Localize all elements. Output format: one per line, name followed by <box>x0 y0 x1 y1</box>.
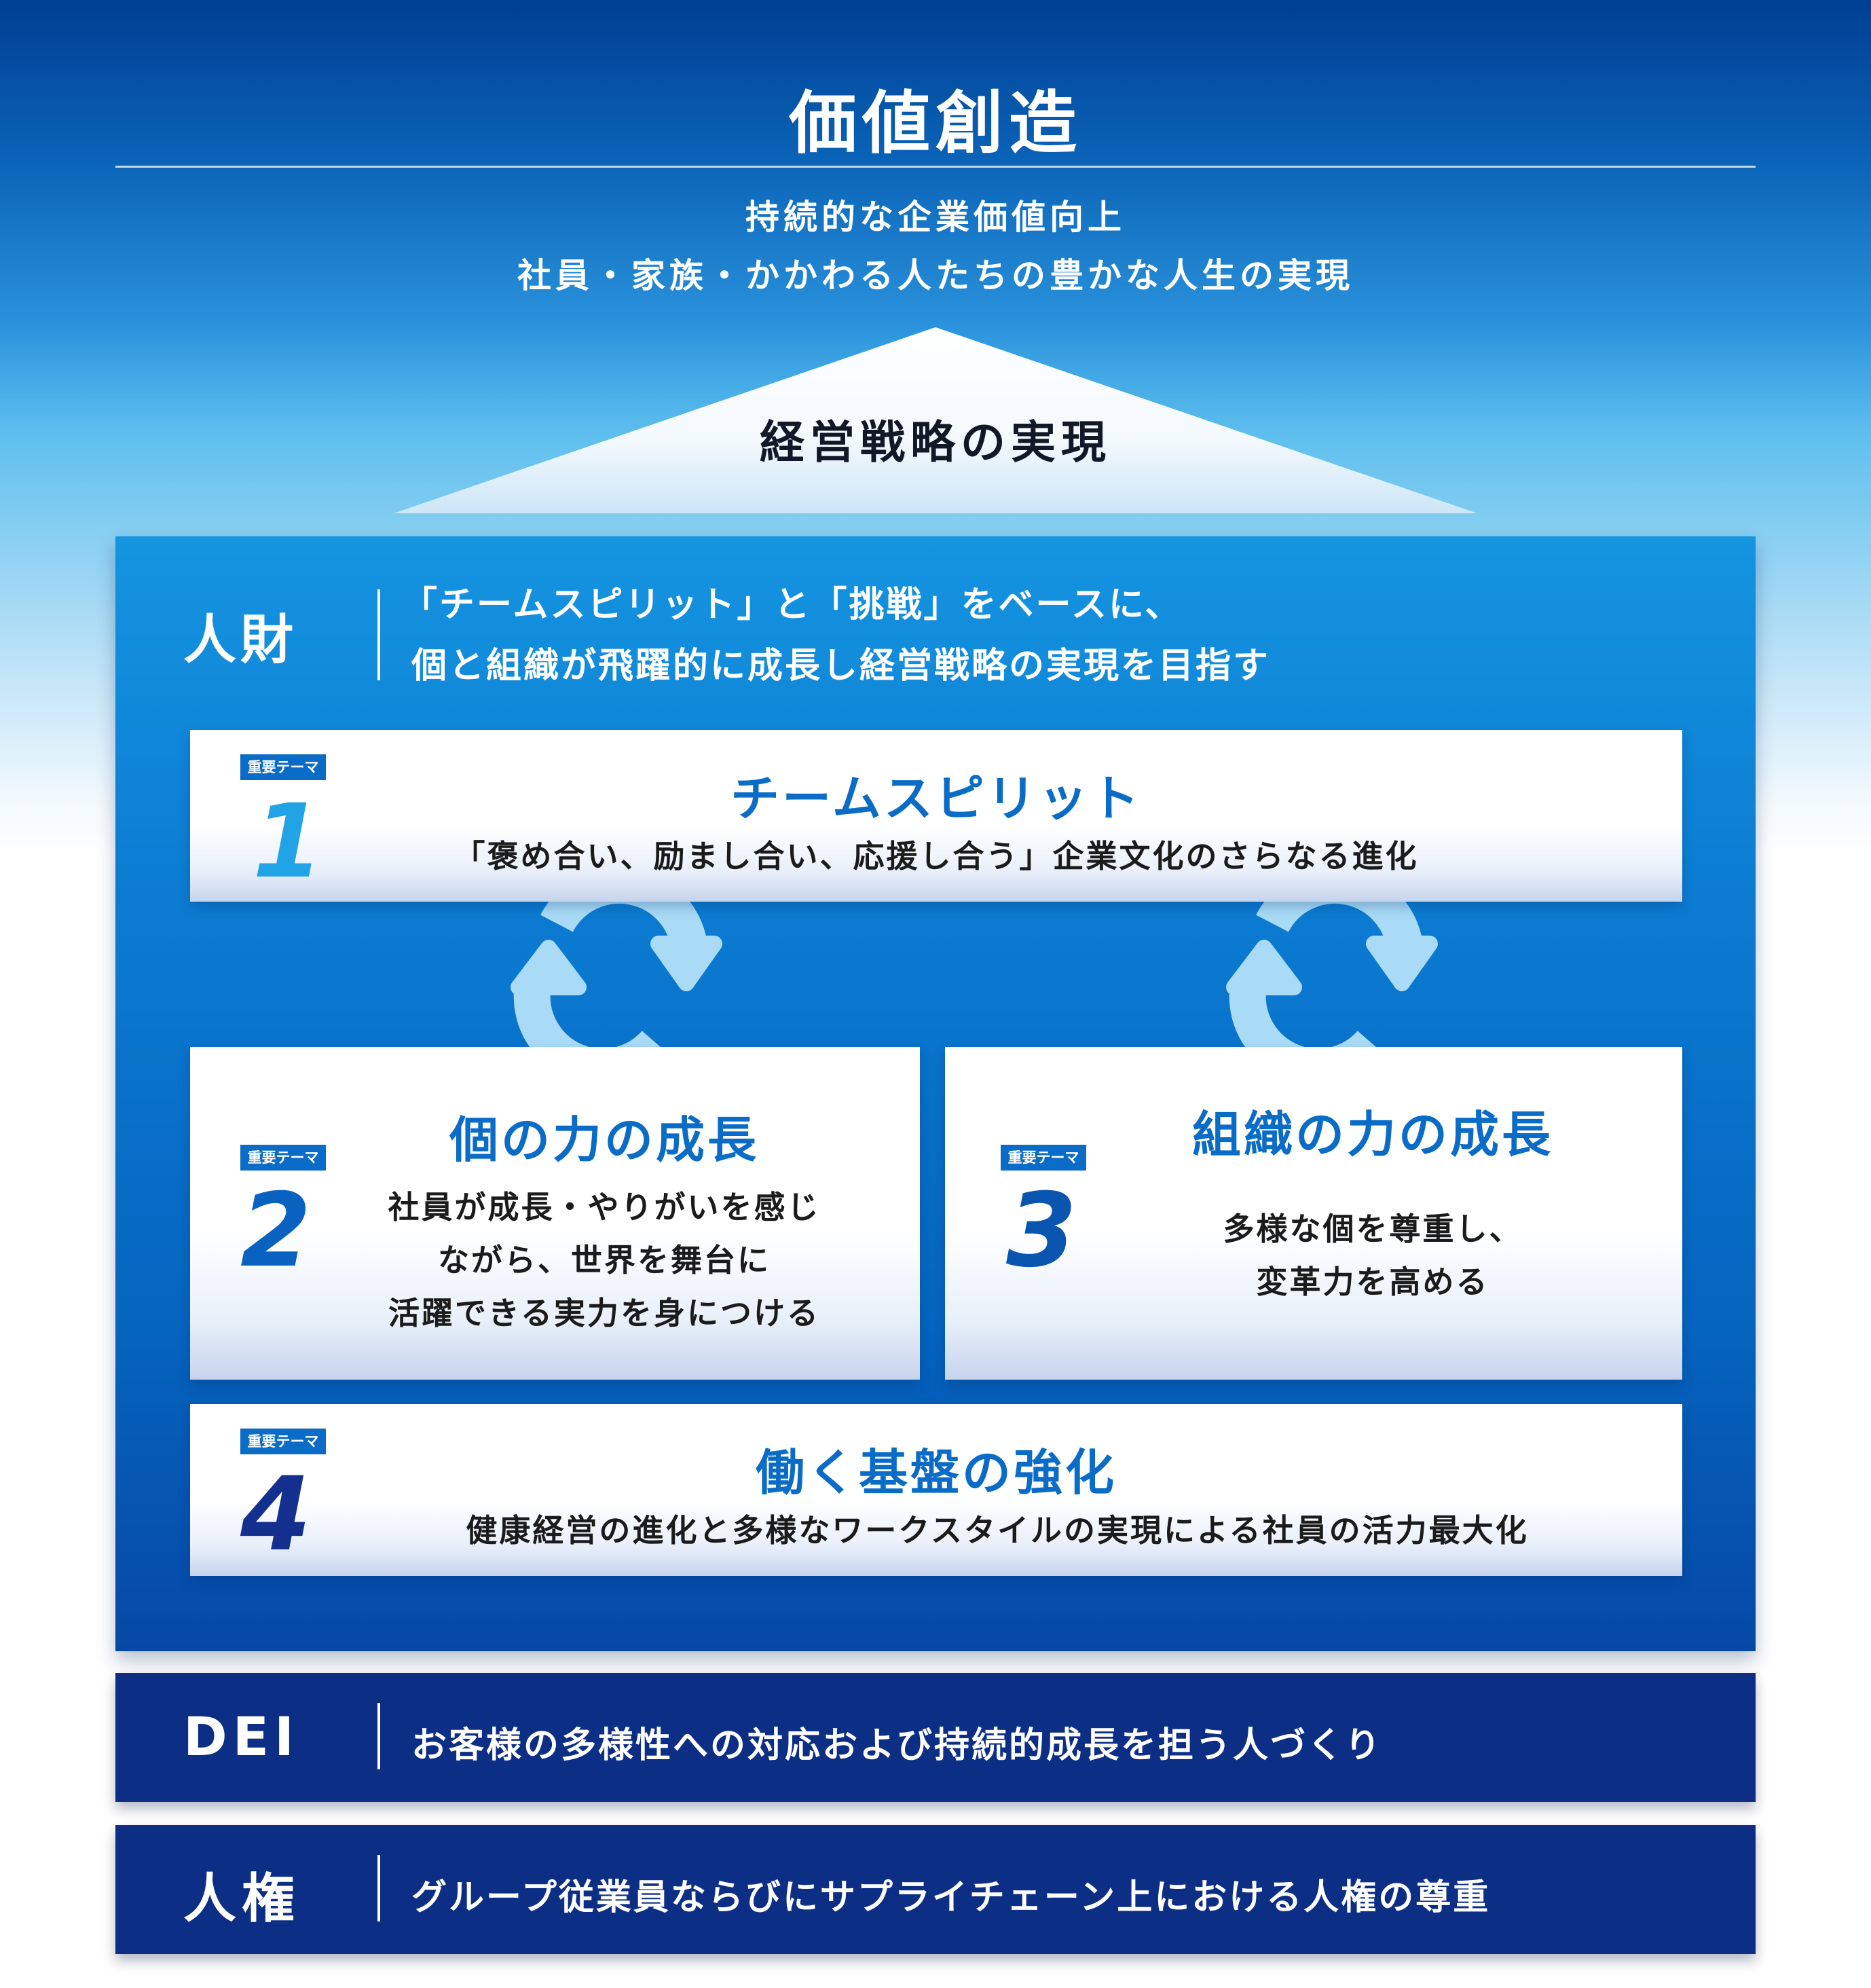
theme-title: 働く基盤の強化 <box>755 1444 1117 1501</box>
theme-description-line-1: 社員が成長・やりがいを感じ <box>388 1189 821 1226</box>
roof-label: 経営戦略の実現 <box>760 416 1111 468</box>
theme-description-line-1: 多様な個を尊重し、 <box>1223 1211 1523 1247</box>
jinzai-label: 人財 <box>183 610 298 671</box>
jinzai-text-line-2: 個と組織が飛躍的に成長し経営戦略の実現を目指す <box>411 646 1271 686</box>
title-divider <box>115 166 1756 168</box>
dei-divider <box>377 1703 380 1769</box>
dei-band: DEI お客様の多様性への対応および持続的成長を担う人づくり <box>115 1673 1756 1802</box>
theme-card-4: 重要テーマ 4 働く基盤の強化 健康経営の進化と多様なワークスタイルの実現による… <box>190 1404 1682 1576</box>
theme-number: 4 <box>240 1456 312 1574</box>
theme-description-line-2: ながら、世界を舞台に <box>438 1242 771 1278</box>
jinzai-text-line-1: 「チームスピリット」と「挑戦」をベースに、 <box>402 585 1183 625</box>
human-rights-band: 人権 グループ従業員ならびにサプライチェーン上における人権の尊重 <box>115 1825 1756 1954</box>
theme-card-1: 重要テーマ 1 チームスピリット 「褒め合い、励まし合い、応援し合う」企業文化の… <box>190 730 1682 902</box>
theme-badge: 重要テーマ <box>240 754 326 780</box>
theme-badge: 重要テーマ <box>240 1145 326 1171</box>
theme-description-line-2: 変革力を高める <box>1256 1264 1489 1300</box>
theme-number: 3 <box>1006 1172 1077 1290</box>
subtitle-line-2: 社員・家族・かかわる人たちの豊かな人生の実現 <box>517 256 1354 295</box>
human-rights-text: グループ従業員ならびにサプライチェーン上における人権の尊重 <box>411 1877 1491 1918</box>
theme-description-line-3: 活躍できる実力を身につける <box>388 1295 821 1331</box>
theme-badge: 重要テーマ <box>1001 1145 1086 1171</box>
theme-badge: 重要テーマ <box>240 1429 326 1454</box>
page-title: 価値創造 <box>789 84 1082 163</box>
theme-title: 個の力の成長 <box>449 1111 759 1168</box>
theme-description: 健康経営の進化と多様なワークスタイルの実現による社員の活力最大化 <box>466 1512 1529 1549</box>
theme-card-3: 重要テーマ 3 組織の力の成長 多様な個を尊重し、 変革力を高める <box>945 1047 1682 1380</box>
theme-title: チームスピリット <box>730 770 1142 827</box>
theme-card-2: 重要テーマ 2 個の力の成長 社員が成長・やりがいを感じ ながら、世界を舞台に … <box>190 1047 920 1380</box>
jinzai-divider <box>377 589 380 680</box>
theme-number: 2 <box>240 1172 312 1290</box>
dei-label: DEI <box>183 1707 300 1768</box>
theme-title: 組織の力の成長 <box>1191 1106 1553 1163</box>
subtitle-line-1: 持続的な企業価値向上 <box>745 198 1126 237</box>
theme-number: 1 <box>253 783 324 901</box>
human-rights-label: 人権 <box>183 1869 301 1930</box>
roof-triangle <box>394 327 1477 513</box>
dei-text: お客様の多様性への対応および持続的成長を担う人づくり <box>411 1725 1383 1766</box>
theme-description: 「褒め合い、励まし合い、応援し合う」企業文化のさらなる進化 <box>453 838 1419 875</box>
human-rights-divider <box>377 1855 380 1921</box>
